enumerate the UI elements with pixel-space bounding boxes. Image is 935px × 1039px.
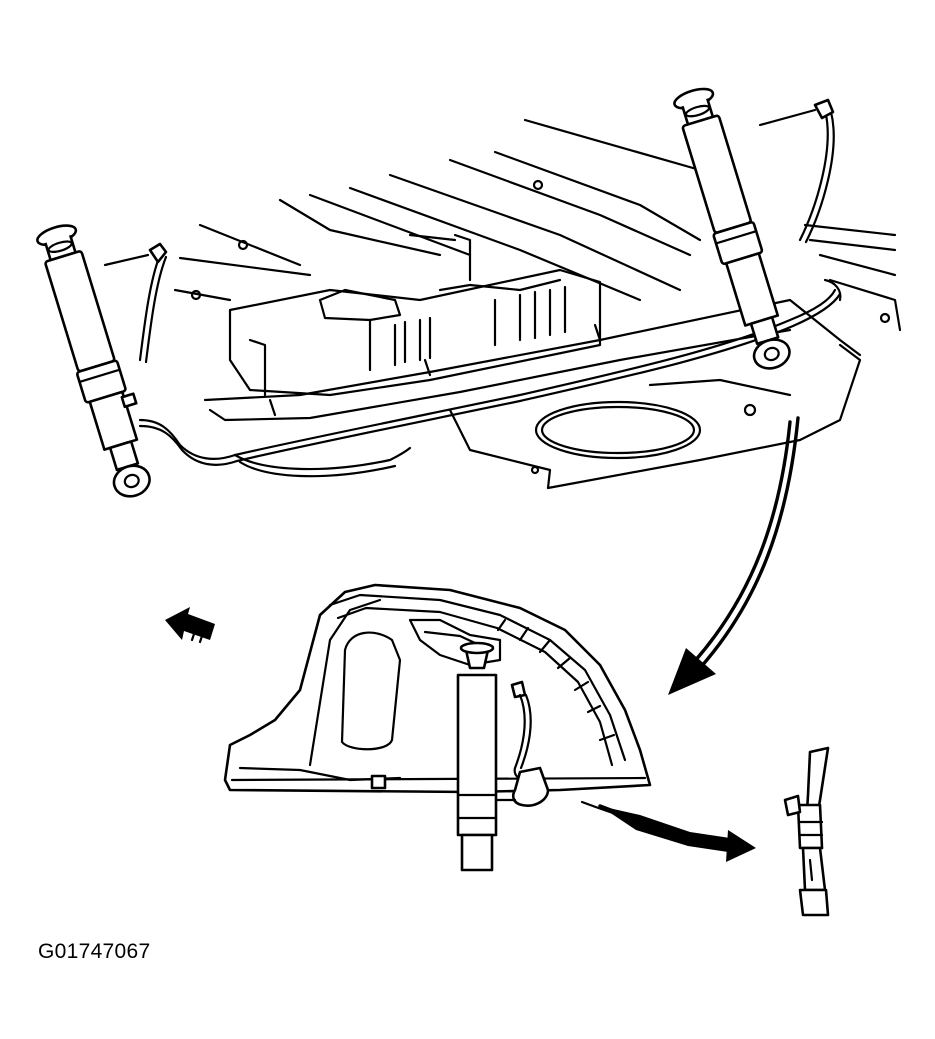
curved-detail-arrow (668, 416, 800, 695)
right-rear-shock-absorber (673, 87, 791, 370)
left-rear-shock-absorber (36, 224, 151, 498)
shock-wiring-harness (138, 278, 842, 478)
rear-body-underbody (173, 118, 902, 490)
figure-code: G01747067 (38, 940, 151, 963)
connector-detail-arrow (580, 800, 756, 862)
forward-direction-arrow (165, 607, 215, 644)
wheelhouse-tower-detail (223, 583, 652, 872)
electrical-connector-detail (783, 746, 830, 917)
